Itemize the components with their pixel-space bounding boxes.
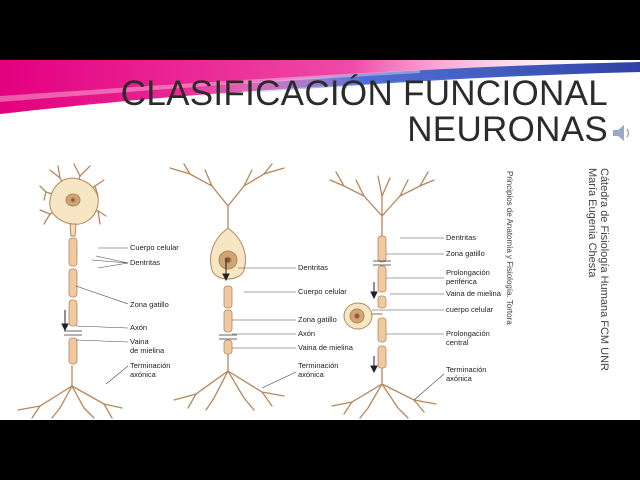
label-terminacion-3-line1: Terminación xyxy=(446,365,487,374)
author-block: Cátedra de Fisiología Humana FCM UNR Mar… xyxy=(586,168,610,371)
neuron-1-soma xyxy=(49,177,99,237)
label-zona-gatillo-3: Zona gatillo xyxy=(446,249,485,258)
label-terminacion-3-line2: axónica xyxy=(446,373,472,383)
label-zona-gatillo-1: Zona gatillo xyxy=(130,300,169,309)
label-axon-1: Axón xyxy=(130,323,148,332)
neuron-diagram: Cuerpo celular Dentritas Zona gatillo Ax… xyxy=(0,156,640,420)
label-zona-gatillo-2: Zona gatillo xyxy=(298,315,337,324)
neuron-2-soma xyxy=(210,227,246,280)
label-prolongacion-periferica-line2: periférica xyxy=(446,276,477,286)
label-dentritas-3: Dentritas xyxy=(446,233,477,242)
decorative-banner xyxy=(0,60,640,114)
slide: CLASIFICACIÓN FUNCIONAL NEURONAS xyxy=(0,60,640,420)
title-line-2: NEURONAS xyxy=(407,110,608,149)
neuron-3-soma xyxy=(343,302,373,330)
label-dentritas-2: Dentritas xyxy=(298,263,329,272)
neuron-illustrations xyxy=(17,163,445,419)
label-cuerpo-celular-3: cuerpo celular xyxy=(446,305,494,314)
label-cuerpo-celular-1: Cuerpo celular xyxy=(130,243,179,252)
label-prolongacion-central-line1: Prolongación xyxy=(446,329,490,338)
slide-title: CLASIFICACIÓN FUNCIONAL NEURONAS xyxy=(121,76,608,148)
label-axon-2: Axón xyxy=(298,329,316,338)
label-terminacion-2-line2: axónica xyxy=(298,369,324,379)
label-prolongacion-periferica-line1: Prolongación xyxy=(446,268,490,277)
source-credit: Principios de Anatomía y Fisiología. Tor… xyxy=(505,171,514,325)
label-terminacion-1: Terminación axónica xyxy=(130,361,171,379)
label-dentritas-1: Dentritas xyxy=(130,258,161,267)
label-vaina-1-line2: de mielina xyxy=(130,345,165,355)
author-line-2: María Eugenia Chesta xyxy=(586,168,598,278)
label-terminacion-1-line2: axónica xyxy=(130,369,156,379)
letterbox-bottom xyxy=(0,420,640,480)
label-terminacion-2: Terminación axónica xyxy=(298,361,339,379)
label-prolongacion-periferica: Prolongación periférica xyxy=(446,268,490,286)
label-terminacion-2-line1: Terminación xyxy=(298,361,339,370)
title-line-1: CLASIFICACIÓN FUNCIONAL xyxy=(120,74,608,113)
author-line-1: Cátedra de Fisiología Humana FCM UNR xyxy=(598,168,610,371)
neuron-1-myelin xyxy=(68,237,78,365)
label-prolongacion-central-line2: central xyxy=(446,337,469,347)
label-cuerpo-celular-2: Cuerpo celular xyxy=(298,287,347,296)
label-vaina-3: Vaina de mielina xyxy=(446,289,501,298)
label-prolongacion-central: Prolongación central xyxy=(446,329,490,347)
label-vaina-2: Vaina de mielina xyxy=(298,343,353,352)
label-terminacion-3: Terminación axónica xyxy=(446,365,487,383)
label-terminacion-1-line1: Terminación xyxy=(130,361,171,370)
speaker-icon[interactable] xyxy=(610,122,634,144)
label-vaina-1-line1: Vaina xyxy=(130,337,149,346)
label-vaina-1: Vaina de mielina xyxy=(130,337,165,355)
